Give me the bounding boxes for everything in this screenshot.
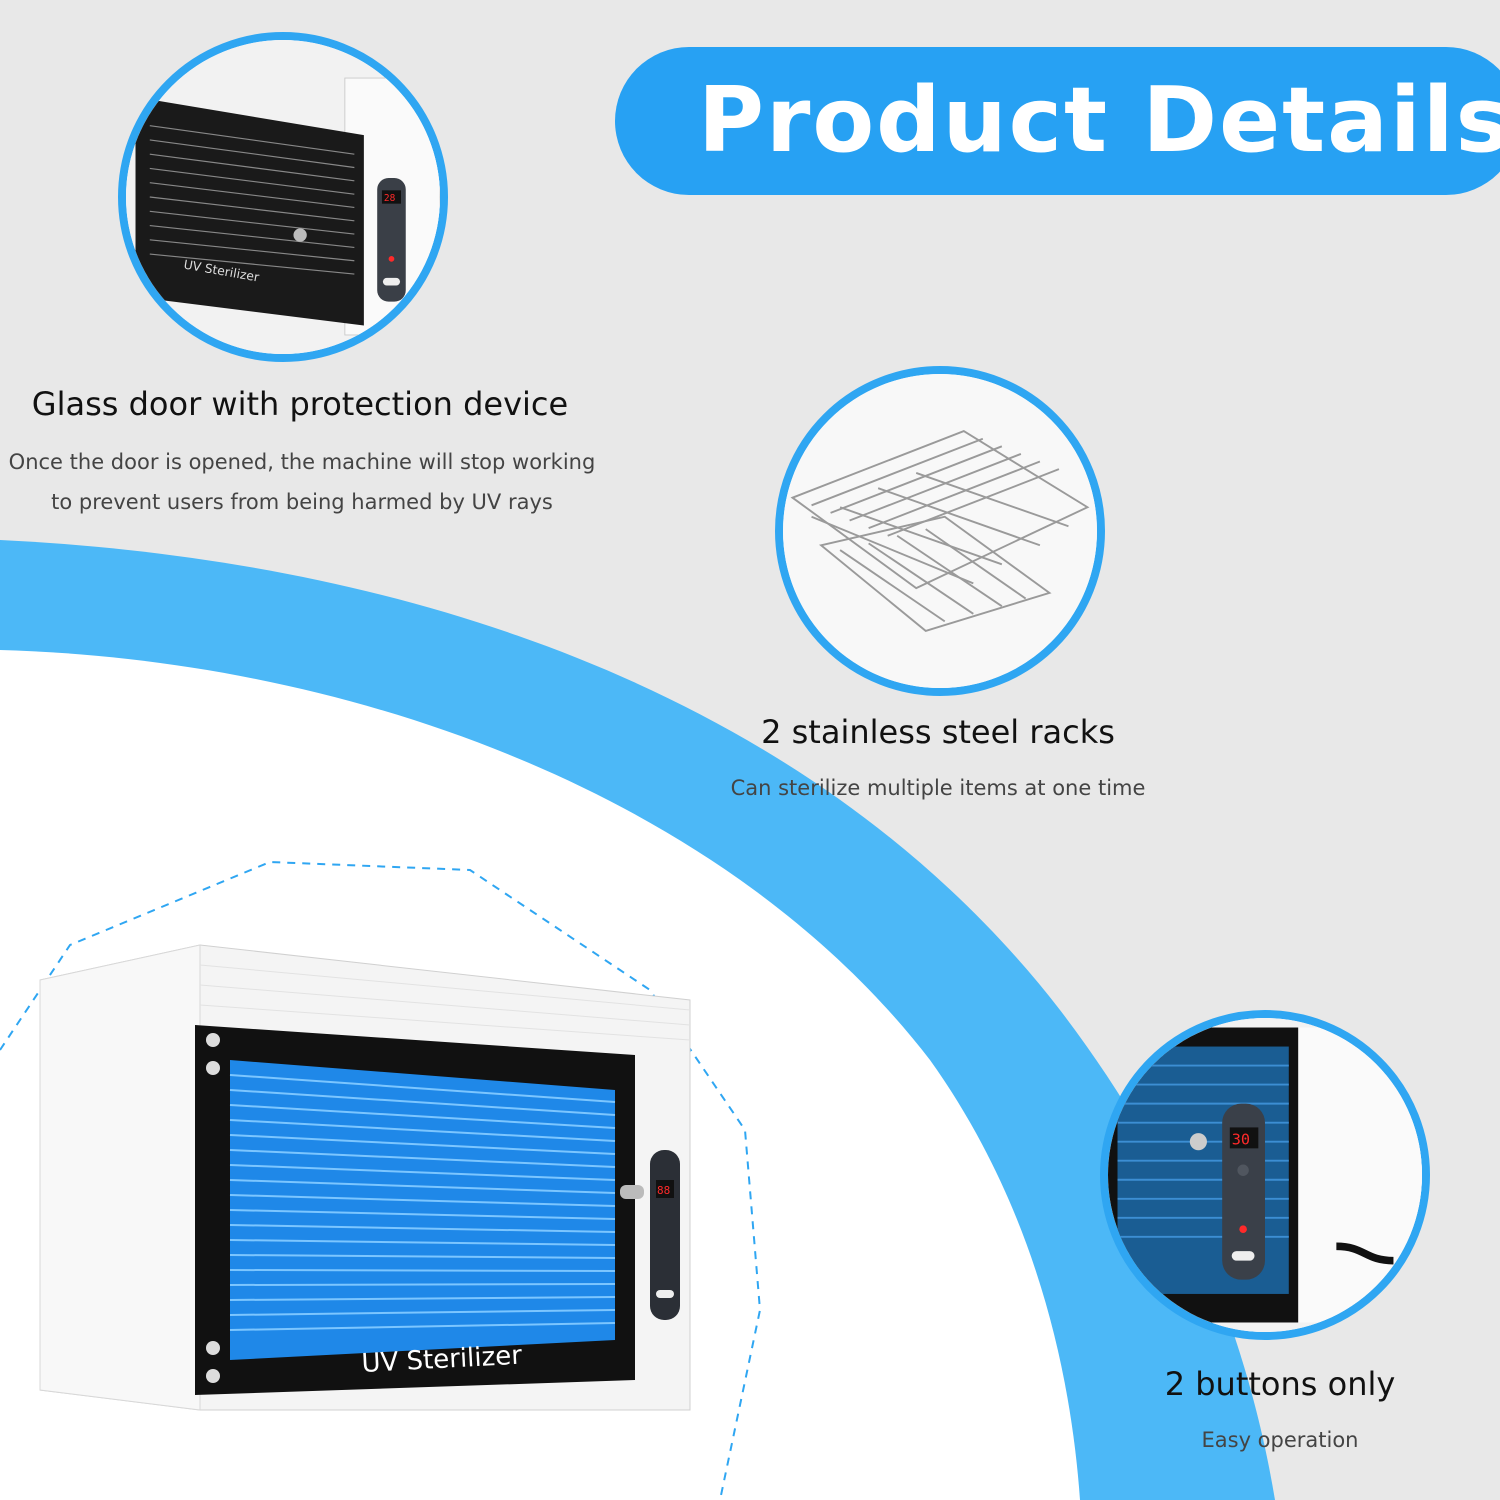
control-buttons-closeup-image: 30 xyxy=(1100,1010,1430,1340)
feature-title-buttons: 2 buttons only xyxy=(1164,1365,1396,1403)
button-closeup-display: 30 xyxy=(1232,1131,1250,1149)
glass-door-closeup-image: 28 UV Sterilizer xyxy=(118,32,448,362)
page-title: Product Details xyxy=(698,68,1500,173)
feature-desc-racks: Can sterilize multiple items at one time xyxy=(730,776,1146,800)
feature-title-racks: 2 stainless steel racks xyxy=(761,713,1115,751)
feature-title-glass-door: Glass door with protection device xyxy=(31,385,569,423)
feature-desc-glass-door: Once the door is opened, the machine wil… xyxy=(8,450,596,514)
title-banner xyxy=(615,47,1500,195)
main-display: 88 xyxy=(657,1184,670,1197)
stainless-racks-image xyxy=(775,366,1105,696)
door-closeup-display: 28 xyxy=(384,193,396,204)
dashed-octagon xyxy=(0,860,762,1500)
feature-desc-buttons: Easy operation xyxy=(1201,1428,1359,1452)
uv-sterilizer-product-image: 88 UV Sterilizer xyxy=(39,944,691,1411)
